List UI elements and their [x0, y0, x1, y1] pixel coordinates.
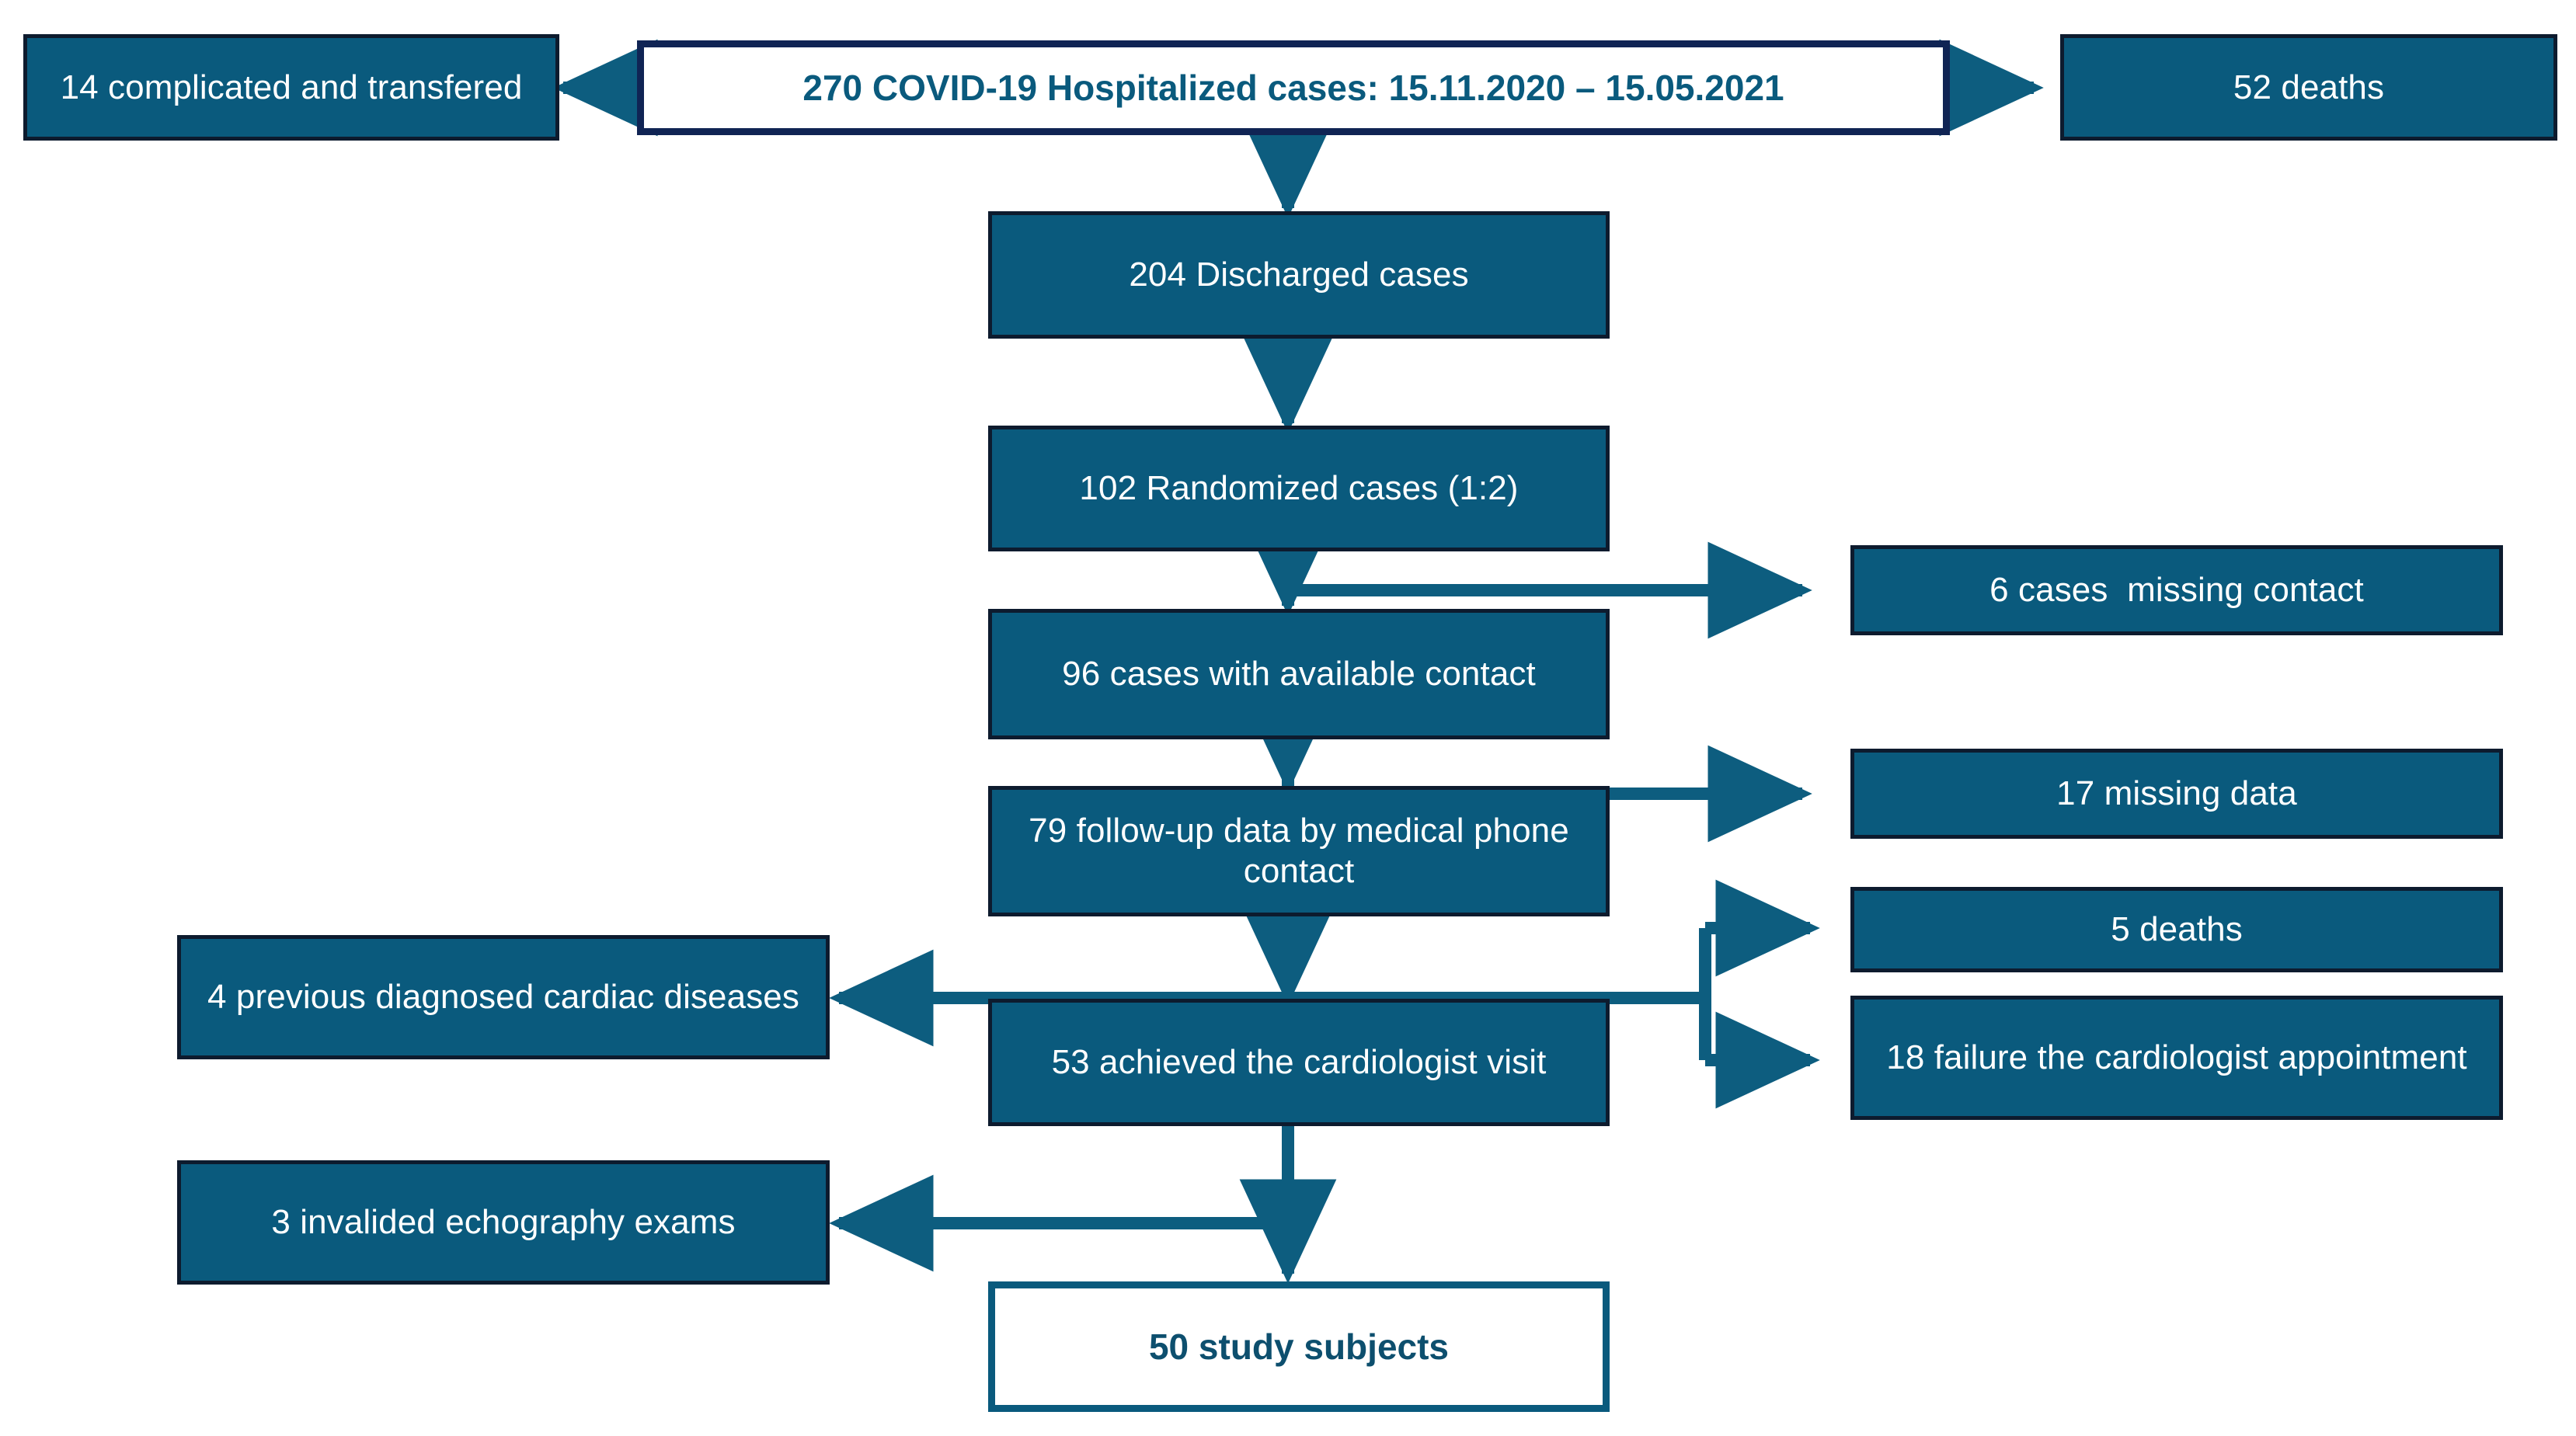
node-header[interactable]: 270 COVID-19 Hospitalized cases: 15.11.2… [637, 40, 1950, 135]
node-previous-cardiac-diseases-label: 4 previous diagnosed cardiac diseases [207, 978, 799, 1017]
node-followup-phone-contact[interactable]: 79 follow-up data by medical phone conta… [988, 786, 1610, 916]
node-cardiologist-visit-label: 53 achieved the cardiologist visit [1051, 1043, 1547, 1082]
node-failure-appointment[interactable]: 18 failure the cardiologist appointment [1850, 996, 2503, 1120]
edge-randomized-to-missing-contact [1282, 541, 1812, 639]
node-deaths-5-label: 5 deaths [2111, 910, 2243, 949]
node-followup-phone-contact-label: 79 follow-up data by medical phone conta… [1029, 812, 1589, 890]
node-study-subjects-label: 50 study subjects [1148, 1326, 1450, 1367]
node-previous-cardiac-diseases[interactable]: 4 previous diagnosed cardiac diseases [177, 935, 830, 1059]
node-deaths-52[interactable]: 52 deaths [2060, 34, 2557, 141]
node-invalided-echography-label: 3 invalided echography exams [271, 1203, 736, 1242]
node-randomized-cases-label: 102 Randomized cases (1:2) [1079, 469, 1519, 508]
node-randomized-cases[interactable]: 102 Randomized cases (1:2) [988, 426, 1610, 551]
node-discharged-cases[interactable]: 204 Discharged cases [988, 211, 1610, 339]
node-missing-data[interactable]: 17 missing data [1850, 749, 2503, 839]
node-failure-appointment-label: 18 failure the cardiologist appointment [1886, 1038, 2467, 1077]
node-cardiologist-visit[interactable]: 53 achieved the cardiologist visit [988, 999, 1610, 1126]
node-discharged-cases-label: 204 Discharged cases [1129, 256, 1469, 294]
node-deaths-5[interactable]: 5 deaths [1850, 887, 2503, 972]
node-available-contact[interactable]: 96 cases with available contact [988, 609, 1610, 739]
node-missing-data-label: 17 missing data [2056, 774, 2297, 813]
node-header-label: 270 COVID-19 Hospitalized cases: 15.11.2… [802, 67, 1784, 108]
node-missing-contact-label: 6 cases missing contact [1989, 571, 2364, 610]
node-complicated-transferred-label: 14 complicated and transfered [60, 68, 523, 106]
node-deaths-52-label: 52 deaths [2233, 68, 2385, 106]
node-invalided-echography[interactable]: 3 invalided echography exams [177, 1160, 830, 1285]
node-available-contact-label: 96 cases with available contact [1062, 655, 1536, 694]
node-missing-contact[interactable]: 6 cases missing contact [1850, 545, 2503, 635]
node-study-subjects[interactable]: 50 study subjects [988, 1281, 1610, 1412]
node-complicated-transferred[interactable]: 14 complicated and transfered [23, 34, 559, 141]
